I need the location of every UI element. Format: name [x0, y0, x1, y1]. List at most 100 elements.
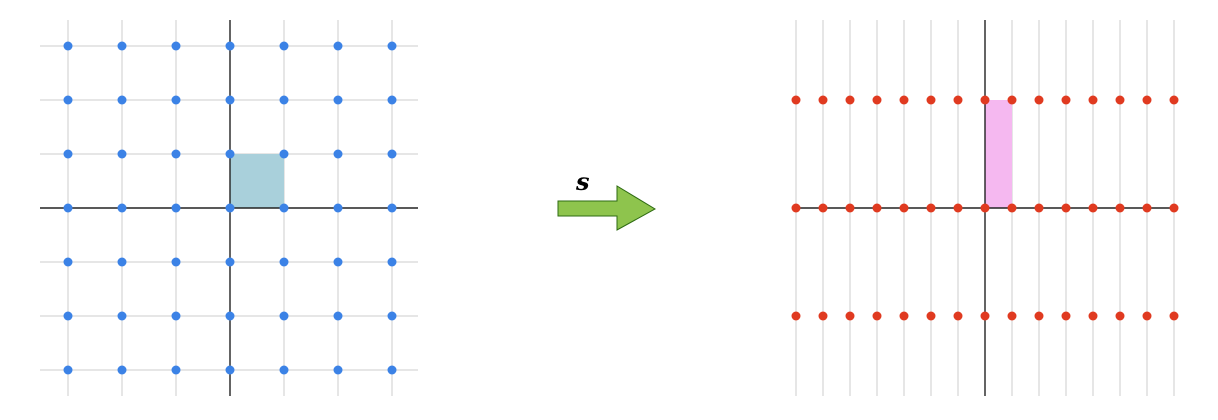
lattice-point [279, 41, 289, 51]
lattice-point [387, 41, 397, 51]
lattice-point [171, 149, 181, 159]
lattice-point [117, 311, 127, 321]
lattice-point [980, 311, 990, 321]
lattice-point [279, 203, 289, 213]
lattice-point [171, 257, 181, 267]
lattice-point [899, 311, 909, 321]
lattice-point [872, 311, 882, 321]
lattice-point [1007, 203, 1017, 213]
lattice-point [818, 311, 828, 321]
lattice-point [1169, 203, 1179, 213]
lattice-point [818, 203, 828, 213]
right-arrow-icon [557, 185, 656, 231]
lattice-point [1115, 95, 1125, 105]
lattice-point [387, 149, 397, 159]
lattice-point [279, 95, 289, 105]
lattice-point [926, 203, 936, 213]
lattice-point [1088, 203, 1098, 213]
lattice-point [225, 95, 235, 105]
lattice-point [387, 365, 397, 375]
lattice-point [117, 149, 127, 159]
lattice-point [1034, 203, 1044, 213]
lattice-point [225, 41, 235, 51]
lattice-point [117, 203, 127, 213]
lattice-point [63, 257, 73, 267]
lattice-point [279, 311, 289, 321]
lattice-point [117, 365, 127, 375]
lattice-point [333, 149, 343, 159]
lattice-point [899, 203, 909, 213]
lattice-point [926, 311, 936, 321]
lattice-point [117, 41, 127, 51]
lattice-point [225, 149, 235, 159]
lattice-point [333, 257, 343, 267]
lattice-point [1142, 203, 1152, 213]
lattice-point [1142, 95, 1152, 105]
lattice-point [1061, 203, 1071, 213]
lattice-point [953, 203, 963, 213]
lattice-point [225, 203, 235, 213]
lattice-point [63, 95, 73, 105]
lattice-point [63, 149, 73, 159]
source-lattice-plot [40, 20, 418, 396]
lattice-point [872, 203, 882, 213]
lattice-point [953, 311, 963, 321]
lattice-point [387, 203, 397, 213]
lattice-point [387, 311, 397, 321]
lattice-point [1169, 95, 1179, 105]
lattice-point [1115, 311, 1125, 321]
lattice-point [63, 41, 73, 51]
lattice-point [117, 95, 127, 105]
lattice-point [1034, 311, 1044, 321]
lattice-point [953, 95, 963, 105]
lattice-point [171, 365, 181, 375]
lattice-point [279, 365, 289, 375]
transform-label: s [575, 167, 590, 196]
lattice-point [63, 203, 73, 213]
lattice-point [63, 365, 73, 375]
lattice-point [1061, 95, 1071, 105]
lattice-point [1115, 203, 1125, 213]
lattice-point [225, 257, 235, 267]
lattice-point [980, 203, 990, 213]
lattice-point [333, 365, 343, 375]
lattice-point [1088, 95, 1098, 105]
lattice-point [171, 41, 181, 51]
lattice-point [1007, 95, 1017, 105]
scaled-lattice-plot [791, 20, 1179, 396]
lattice-point [845, 311, 855, 321]
lattice-point [926, 95, 936, 105]
lattice-point [1034, 95, 1044, 105]
lattice-point [791, 95, 801, 105]
lattice-point [872, 95, 882, 105]
lattice-point [1061, 311, 1071, 321]
lattice-point [171, 203, 181, 213]
lattice-point [333, 41, 343, 51]
lattice-point [63, 311, 73, 321]
lattice-point [225, 365, 235, 375]
lattice-point [387, 95, 397, 105]
scaled-unit-rectangle [985, 100, 1012, 208]
lattice-point [845, 95, 855, 105]
transform-arrow-panel: s [557, 167, 656, 231]
lattice-point [791, 311, 801, 321]
lattice-point [171, 95, 181, 105]
lattice-point [1142, 311, 1152, 321]
lattice-point [387, 257, 397, 267]
lattice-point [117, 257, 127, 267]
lattice-point [279, 257, 289, 267]
lattice-point [1169, 311, 1179, 321]
lattice-point [1007, 311, 1017, 321]
lattice-point [1088, 311, 1098, 321]
lattice-point [899, 95, 909, 105]
lattice-point [333, 311, 343, 321]
lattice-point [171, 311, 181, 321]
unit-square [230, 154, 284, 208]
lattice-point [818, 95, 828, 105]
lattice-point [845, 203, 855, 213]
lattice-point [333, 203, 343, 213]
lattice-point [980, 95, 990, 105]
lattice-point [279, 149, 289, 159]
lattice-point [225, 311, 235, 321]
